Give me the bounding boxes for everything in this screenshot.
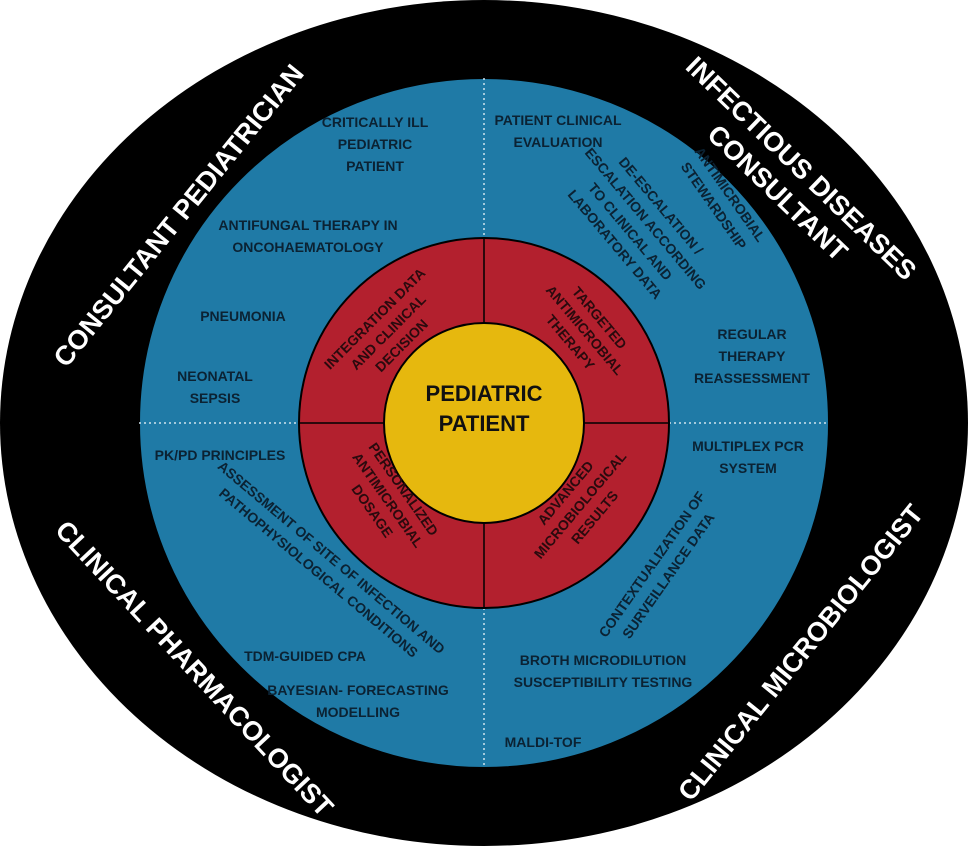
item-multiplex-pcr-line: SYSTEM	[719, 460, 777, 476]
item-bayesian-line: BAYESIAN- FORECASTING	[267, 682, 449, 698]
item-patient-evaluation: PATIENT CLINICAL EVALUATION	[494, 112, 621, 150]
item-neonatal-sepsis: NEONATAL SEPSIS	[177, 368, 253, 406]
center-label: PEDIATRIC PATIENT	[426, 381, 543, 436]
item-pkpd-principles-line: PK/PD PRINCIPLES	[155, 447, 286, 463]
item-patient-evaluation-line: PATIENT CLINICAL	[494, 112, 621, 128]
item-tdm-guided-line: TDM-GUIDED CPA	[244, 648, 366, 664]
item-antifungal-line: ONCOHAEMATOLOGY	[232, 239, 384, 255]
item-maldi-tof: MALDI-TOF	[505, 734, 582, 750]
item-broth-microdilution-line: BROTH MICRODILUTION	[520, 652, 686, 668]
item-regular-reassessment-line: REASSESSMENT	[694, 370, 810, 386]
yellow-center	[383, 322, 585, 524]
item-critically-ill-line: CRITICALLY ILL	[322, 114, 429, 130]
item-regular-reassessment: REGULAR THERAPY REASSESSMENT	[694, 326, 810, 386]
item-critically-ill-line: PEDIATRIC	[338, 136, 412, 152]
item-multiplex-pcr-line: MULTIPLEX PCR	[692, 438, 804, 454]
center-label-line: PATIENT	[439, 411, 530, 436]
item-neonatal-sepsis-line: NEONATAL	[177, 368, 253, 384]
item-maldi-tof-line: MALDI-TOF	[505, 734, 582, 750]
item-antifungal-line: ANTIFUNGAL THERAPY IN	[218, 217, 397, 233]
item-critically-ill-line: PATIENT	[346, 158, 404, 174]
item-patient-evaluation-line: EVALUATION	[514, 134, 603, 150]
item-regular-reassessment-line: REGULAR	[717, 326, 786, 342]
item-tdm-guided: TDM-GUIDED CPA	[244, 648, 366, 664]
item-regular-reassessment-line: THERAPY	[719, 348, 787, 364]
item-multiplex-pcr: MULTIPLEX PCR SYSTEM	[692, 438, 804, 476]
item-broth-microdilution-line: SUSCEPTIBILITY TESTING	[514, 674, 693, 690]
item-pneumonia: PNEUMONIA	[200, 308, 286, 324]
item-bayesian: BAYESIAN- FORECASTING MODELLING	[267, 682, 449, 720]
item-critically-ill: CRITICALLY ILL PEDIATRIC PATIENT	[322, 114, 429, 174]
item-pneumonia-line: PNEUMONIA	[200, 308, 286, 324]
item-neonatal-sepsis-line: SEPSIS	[190, 390, 241, 406]
item-bayesian-line: MODELLING	[316, 704, 400, 720]
item-antifungal: ANTIFUNGAL THERAPY IN ONCOHAEMATOLOGY	[218, 217, 397, 255]
item-broth-microdilution: BROTH MICRODILUTION SUSCEPTIBILITY TESTIN…	[514, 652, 693, 690]
item-pkpd-principles: PK/PD PRINCIPLES	[155, 447, 286, 463]
center-label-line: PEDIATRIC	[426, 381, 543, 406]
